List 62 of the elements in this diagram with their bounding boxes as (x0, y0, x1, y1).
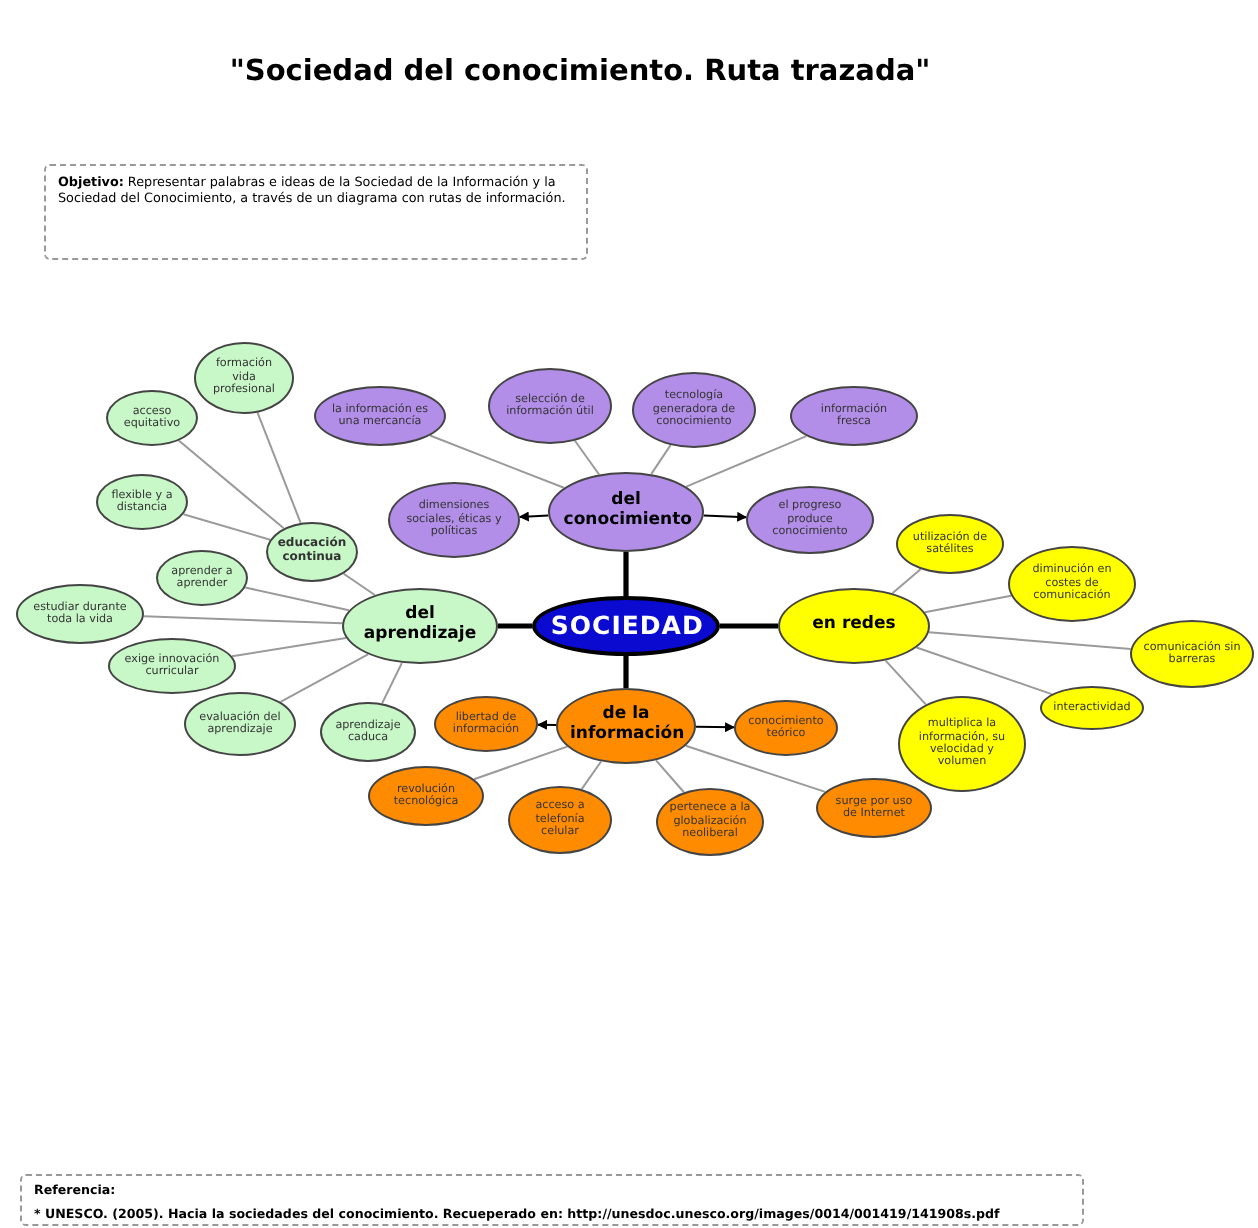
concept-ellipse (266, 522, 358, 582)
connector-line (279, 653, 369, 703)
connector-line (244, 586, 350, 612)
connector-line (720, 623, 778, 629)
concept-ellipse (508, 786, 612, 854)
concept-ellipse (194, 342, 294, 414)
concept-ellipse (108, 638, 236, 694)
connector-line (142, 615, 344, 625)
concept-ellipse (368, 766, 484, 826)
connector-line (623, 552, 629, 596)
connector-line (685, 435, 808, 488)
concept-ellipse (106, 390, 198, 446)
concept-ellipse (898, 696, 1026, 792)
concept-ellipse (790, 386, 918, 446)
diagram-title: "Sociedad del conocimiento. Ruta trazada" (227, 56, 933, 88)
note-box (20, 1174, 1084, 1226)
connector-line (684, 744, 827, 793)
connector-line (923, 594, 1013, 614)
concept-ellipse (320, 702, 416, 762)
concept-ellipse (16, 584, 144, 644)
concept-ellipse (156, 550, 248, 606)
concept-ellipse (1040, 686, 1144, 730)
connector-line (915, 646, 1053, 696)
connector-line (498, 623, 532, 629)
connector-line (429, 434, 565, 489)
concept-label: del aprendizaje (361, 606, 479, 646)
connector-line (573, 439, 601, 476)
concept-ellipse (656, 788, 764, 856)
arrow (518, 511, 550, 522)
topic-ellipse (778, 588, 930, 664)
connector-line (580, 760, 603, 791)
concept-label: del conocimiento (563, 492, 689, 532)
concept-ellipse (314, 386, 446, 446)
concept-label: de la información (570, 706, 682, 746)
connector-line (231, 636, 347, 658)
connector-line (256, 411, 302, 524)
concept-ellipse (434, 696, 538, 752)
connector-line (650, 444, 672, 476)
connector-line (655, 759, 685, 794)
arrow (537, 719, 557, 730)
topic-ellipse (556, 688, 696, 764)
concept-label: SOCIEDAD (550, 611, 702, 641)
concept-ellipse (96, 474, 188, 530)
connector-line (928, 631, 1132, 650)
concept-ellipse (1008, 546, 1136, 622)
concept-ellipse (896, 514, 1004, 574)
connector-line (381, 661, 403, 705)
connector-line (891, 568, 922, 595)
arrow (702, 511, 748, 522)
connector-line (623, 656, 629, 688)
topic-ellipse (548, 472, 704, 552)
connector-line (473, 745, 569, 781)
concept-ellipse (816, 778, 932, 838)
connector-line (182, 513, 272, 541)
connector-line (342, 572, 376, 597)
arrow (695, 722, 735, 733)
concept-ellipse (734, 700, 838, 756)
concept-label: en redes (812, 616, 896, 636)
connector-line (178, 439, 285, 530)
note-box (44, 164, 588, 260)
concept-ellipse (184, 692, 296, 756)
connector-line (884, 659, 927, 706)
